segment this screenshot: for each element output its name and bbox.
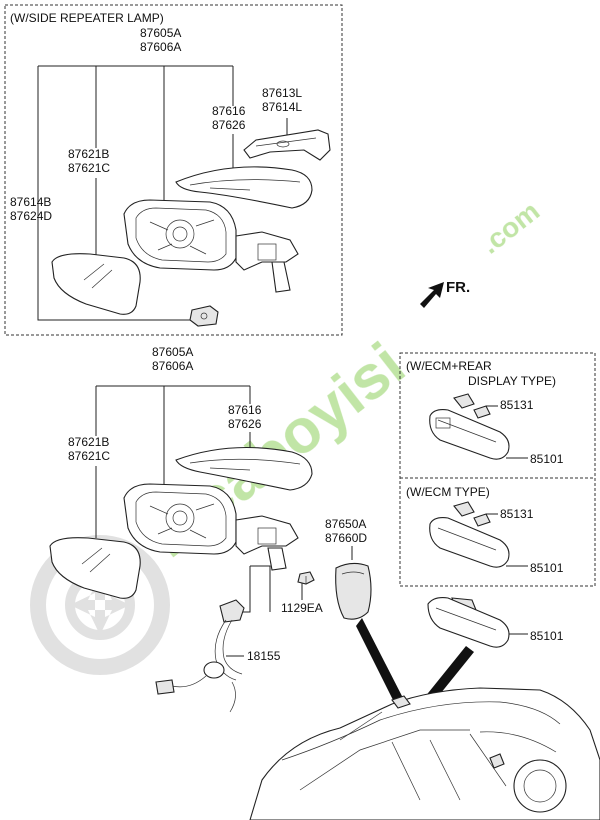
label-87660D: 87660D: [325, 531, 367, 545]
ecm-rear-mirror: [429, 409, 510, 460]
mirror-cover-mid: [175, 446, 313, 491]
actuator-motor-top: [189, 305, 219, 327]
side-repeater-heading: (W/SIDE REPEATER LAMP): [10, 11, 164, 25]
label-18155: 18155: [247, 649, 281, 663]
ecm-rear-heading-line2: DISPLAY TYPE): [468, 374, 556, 388]
ecm-bracket: [453, 501, 491, 527]
label-87621C-mid: 87621C: [68, 449, 110, 463]
label-87621B-top: 87621B: [68, 147, 109, 161]
label-87616-mid: 87616: [228, 403, 262, 417]
label-85131-rear: 85131: [500, 398, 534, 412]
label-87614B: 87614B: [10, 195, 51, 209]
label-87626-mid: 87626: [228, 417, 262, 431]
label-87624D: 87624D: [10, 209, 52, 223]
label-85101-base: 85101: [530, 629, 564, 643]
label-1129EA: 1129EA: [281, 601, 323, 615]
ecm-rear-display-section: (W/ECM+REAR DISPLAY TYPE) 85131 85101: [406, 359, 564, 466]
label-87626-top: 87626: [212, 118, 246, 132]
label-87614L: 87614L: [262, 100, 302, 114]
car-illustration: [249, 618, 600, 820]
label-85101-ecm: 85101: [530, 561, 564, 575]
base-mirror-section: 85101: [427, 597, 564, 648]
side-repeater-frame: [4, 4, 343, 336]
ecm-section: (W/ECM TYPE) 85131 85101: [406, 485, 564, 575]
mirror-glass-mid: [49, 537, 141, 599]
label-85131-ecm: 85131: [500, 507, 534, 521]
mount-cover: [335, 562, 372, 620]
direction-label: FR.: [446, 279, 470, 296]
side-repeater-section: (W/SIDE REPEATER LAMP) 87605A 87606A 876…: [4, 4, 343, 336]
watermark-suffix: .com: [475, 195, 546, 260]
label-87606A-top: 87606A: [140, 40, 181, 54]
direction-arrow-icon: [420, 282, 444, 308]
mirror-housing-mid: [123, 483, 299, 571]
label-85101-rear: 85101: [530, 452, 564, 466]
label-87606A-mid: 87606A: [152, 359, 193, 373]
wiring-harness: [155, 599, 245, 713]
standard-leaders: [95, 385, 353, 657]
ecm-rear-heading-line1: (W/ECM+REAR: [406, 359, 492, 373]
pointer-arrow-left: [356, 618, 404, 706]
label-87613L: 87613L: [262, 86, 302, 100]
label-87621B-mid: 87621B: [68, 435, 109, 449]
mirror-housing-top: [123, 199, 299, 293]
direction-indicator: FR.: [420, 279, 470, 308]
side-repeater-leaders: [37, 65, 288, 321]
ecm-heading: (W/ECM TYPE): [406, 485, 490, 499]
label-87621C-top: 87621C: [68, 161, 110, 175]
label-87616-top: 87616: [212, 104, 246, 118]
ecm-frame: [399, 352, 596, 587]
label-87605A-top: 87605A: [140, 26, 181, 40]
mirror-cover-top: [175, 166, 313, 209]
bolt-1129EA: [297, 571, 315, 585]
side-repeater-cap: [243, 129, 331, 161]
label-87605A-mid: 87605A: [152, 345, 193, 359]
standard-section: 87605A 87606A 87616 87626 87621B 87621C …: [49, 345, 372, 713]
ecm-rear-bracket: [453, 393, 491, 419]
label-87650A: 87650A: [325, 517, 366, 531]
ecm-mirror: [429, 517, 510, 568]
mirror-glass-top: [51, 253, 141, 315]
